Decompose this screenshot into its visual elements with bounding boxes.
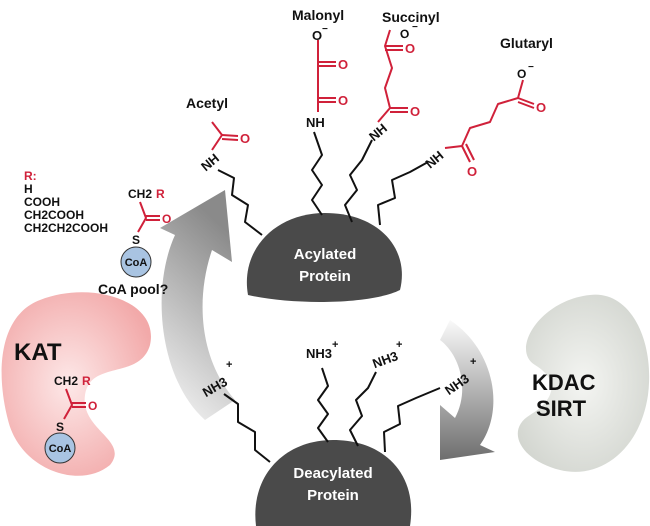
- glutaryl-group: [444, 79, 524, 149]
- malonyl-minus: −: [322, 24, 328, 35]
- acylation-arrow: [160, 190, 235, 420]
- kdac-sirt-enzyme: [517, 294, 650, 472]
- coa-circle: [120, 246, 152, 278]
- nh3-2-plus: +: [332, 339, 338, 351]
- lysine-chain-free-1: [223, 393, 271, 463]
- kat-coa-s: S: [56, 420, 64, 434]
- kat-coa-o: O: [88, 399, 97, 413]
- malonyl-o2: O: [338, 57, 348, 72]
- lysine-chain-acetyl: [217, 169, 263, 236]
- coa-bonds: [137, 201, 147, 233]
- lysine-chain-free-4: [383, 387, 441, 453]
- kat-enzyme: [1, 292, 151, 476]
- deacylation-arrow: [440, 320, 495, 460]
- succinyl-ominus: O: [399, 26, 411, 41]
- acylated-label-1: Acylated: [294, 246, 357, 263]
- r-groups-title: R:: [24, 169, 37, 183]
- glutaryl-minus: −: [528, 62, 534, 73]
- r-group-ch2cooh: CH2COOH: [24, 208, 84, 222]
- lysine-chain-glutaryl: [377, 161, 429, 226]
- nh-glutaryl: NH: [422, 148, 446, 172]
- lysine-chain-free-3: [349, 371, 377, 447]
- lysine-chain-succinyl: [344, 139, 373, 223]
- acyl-coa-pool: CH2 R O S CoA CoA pool?: [98, 187, 171, 297]
- malonyl-ominus: O: [312, 28, 322, 43]
- acetyl-double-bond: [221, 138, 239, 141]
- kat-label: KAT: [14, 339, 62, 366]
- nh3-3-plus: +: [396, 339, 402, 351]
- kdac-label: KDAC: [532, 370, 596, 395]
- kat-coa-label: CoA: [49, 443, 72, 455]
- sirt-label: SIRT: [536, 396, 587, 421]
- deacylated-label-2: Protein: [307, 487, 359, 504]
- succinyl-minus: −: [412, 22, 418, 33]
- coa-label: CoA: [125, 257, 148, 269]
- glutaryl-co1b: [465, 143, 475, 161]
- r-group-h: H: [24, 182, 33, 196]
- glutaryl-o2: O: [536, 100, 546, 115]
- nh3-3: NH3: [370, 348, 400, 371]
- coa-o: O: [162, 212, 171, 226]
- nh3-2: NH3: [306, 346, 332, 361]
- glutaryl-o1: O: [467, 164, 477, 179]
- coa-s: S: [132, 233, 140, 247]
- coa-r: R: [156, 187, 165, 201]
- lysine-chain-free-2: [317, 367, 329, 443]
- kat-coa-circle: [44, 432, 76, 464]
- nh3-4-plus: +: [470, 356, 476, 368]
- coa-ch2: CH2: [128, 187, 152, 201]
- nh-malonyl: NH: [306, 115, 325, 130]
- glutaryl-label: Glutaryl: [500, 35, 553, 51]
- succinyl-o2: O: [405, 41, 415, 56]
- kat-coa-ch2: CH2: [54, 374, 78, 388]
- acetyl-group: [211, 121, 223, 151]
- deacylated-protein: [255, 440, 412, 526]
- kat-coa-bonds: [63, 388, 73, 420]
- malonyl-o1: O: [338, 93, 348, 108]
- nh3-1-plus: +: [226, 359, 232, 371]
- glutaryl-co1: [461, 145, 471, 163]
- glutaryl-ominus: O: [517, 67, 526, 81]
- deacylated-label-1: Deacylated: [293, 465, 372, 482]
- kat-coa-r: R: [82, 374, 91, 388]
- acetyl-label: Acetyl: [186, 95, 228, 111]
- glutaryl-co2: [517, 97, 535, 105]
- succinyl-o1: O: [410, 104, 420, 119]
- acylated-label-2: Protein: [299, 268, 351, 285]
- coa-pool-label: CoA pool?: [98, 281, 168, 297]
- acetyl-o: O: [240, 131, 250, 146]
- r-group-ch2ch2cooh: CH2CH2COOH: [24, 221, 108, 235]
- malonyl-label: Malonyl: [292, 7, 344, 23]
- acylated-protein: [246, 213, 402, 302]
- kat-acyl-coa: CH2 R O S CoA: [44, 374, 97, 464]
- nh-succinyl: NH: [366, 120, 390, 144]
- lysine-chain-malonyl: [311, 131, 323, 216]
- acetyl-carbonyl: [221, 134, 239, 137]
- succinyl-group: [377, 29, 393, 123]
- succinyl-label: Succinyl: [382, 9, 440, 25]
- r-group-cooh: COOH: [24, 195, 60, 209]
- glutaryl-co2b: [517, 101, 535, 109]
